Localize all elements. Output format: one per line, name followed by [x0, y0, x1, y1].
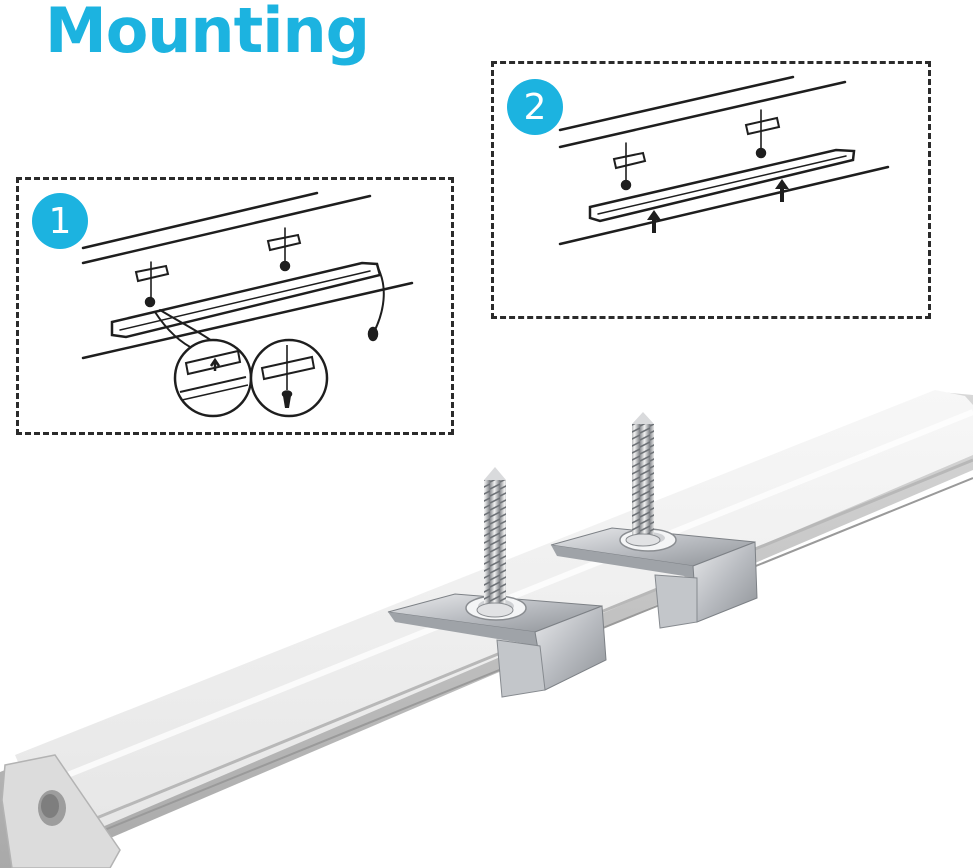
arrow-up-icon — [775, 179, 789, 202]
step-1-panel — [16, 177, 454, 435]
step-1-badge: 1 — [32, 193, 88, 249]
end-cap — [1, 754, 121, 868]
step-2-panel — [491, 61, 931, 319]
step-1-drawing — [81, 191, 414, 360]
page-title: Mounting — [45, 0, 370, 67]
screw-icon — [281, 390, 293, 408]
screw-icon — [625, 412, 661, 547]
mounting-clip-icon — [612, 142, 647, 191]
mounting-clip-icon — [744, 109, 781, 159]
screw-icon — [476, 467, 514, 618]
step-2-badge: 2 — [507, 79, 563, 135]
mounting-clip-icon — [266, 227, 302, 272]
arrow-up-icon — [647, 210, 661, 233]
step-2-drawing — [558, 75, 890, 246]
magnifier-circle-icon — [249, 338, 329, 418]
mounting-clip-icon — [134, 261, 170, 308]
mounting-clip-photo — [550, 527, 758, 629]
magnifier-circle-icon — [173, 338, 253, 418]
